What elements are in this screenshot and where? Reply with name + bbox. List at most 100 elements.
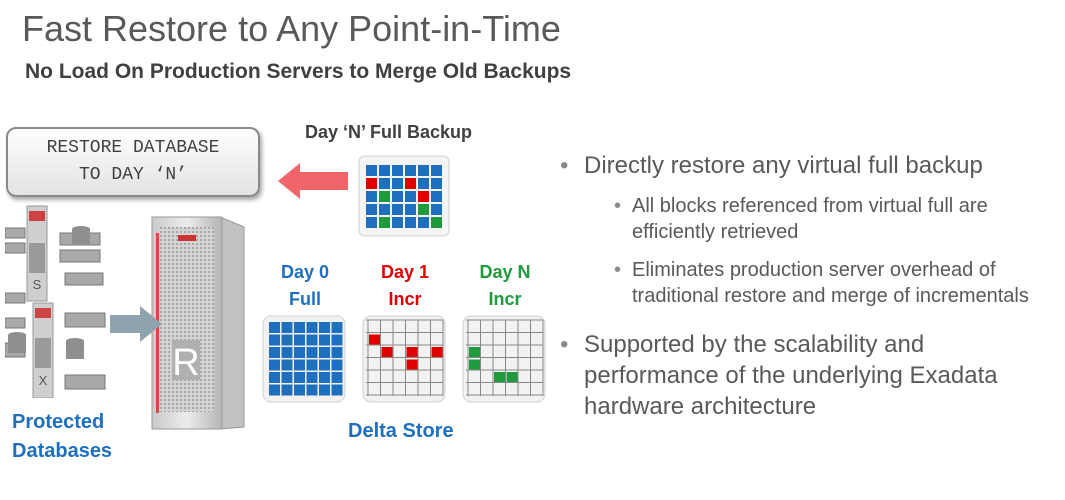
full-backup-block <box>405 217 416 228</box>
full-backup-block <box>405 165 416 176</box>
server-tower-1: S <box>26 205 48 302</box>
bullet-list: Directly restore any virtual full backup… <box>560 150 1060 422</box>
bullet-1-sub-2: Eliminates production server overhead of… <box>560 257 1060 309</box>
delta-store-cylinders <box>262 315 546 403</box>
backup-block <box>319 347 330 358</box>
full-backup-block <box>366 178 377 189</box>
backup-block <box>469 359 480 371</box>
backup-block <box>294 372 305 383</box>
backup-block <box>506 372 518 383</box>
backup-block <box>294 359 305 371</box>
backup-block <box>331 384 343 396</box>
protected-line2: Databases <box>12 440 113 462</box>
full-backup-block <box>392 191 403 202</box>
dayn-line2: Incr <box>488 289 522 309</box>
restore-arrow-icon <box>278 163 348 199</box>
backup-block <box>306 372 318 383</box>
cylinder-body <box>362 315 446 403</box>
full-backup-block <box>431 191 442 202</box>
full-backup-block <box>366 191 377 202</box>
backup-block <box>294 347 305 358</box>
server-tower-2: X <box>32 302 54 398</box>
backup-block <box>269 384 280 396</box>
server-letter-x: X <box>39 373 48 388</box>
full-backup-block-grid <box>358 155 450 237</box>
backup-block <box>281 372 293 383</box>
day0-full-cylinder <box>262 315 346 403</box>
day0-full-label: Day 0 Full <box>265 259 345 313</box>
full-backup-block <box>379 204 390 215</box>
full-backup-block <box>431 204 442 215</box>
bullet-2: Supported by the scalability and perform… <box>560 329 1060 422</box>
restore-command-box: RESTORE DATABASE TO DAY ‘N’ <box>6 127 260 197</box>
backup-block <box>281 359 293 371</box>
full-backup-block <box>366 204 377 215</box>
backup-block <box>281 322 293 333</box>
bullet-1-sub-1: All blocks referenced from virtual full … <box>560 193 1060 245</box>
backup-block <box>406 347 418 358</box>
day1-line2: Incr <box>388 289 422 309</box>
full-backup-block <box>418 165 429 176</box>
backup-block <box>431 347 443 358</box>
backup-block <box>381 347 393 358</box>
full-backup-block <box>431 178 442 189</box>
backup-block <box>306 384 318 396</box>
backup-block <box>294 334 305 346</box>
backup-block <box>294 322 305 333</box>
bullet-1: Directly restore any virtual full backup <box>560 150 1060 181</box>
dayn-line1: Day N <box>479 262 531 282</box>
backup-block <box>281 334 293 346</box>
full-backup-block <box>366 165 377 176</box>
restore-arrow-shape <box>278 163 348 199</box>
full-backup-block <box>405 178 416 189</box>
backup-block <box>319 334 330 346</box>
backup-block <box>319 384 330 396</box>
restore-command-line-2: TO DAY ‘N’ <box>78 165 188 185</box>
full-backup-block <box>418 204 429 215</box>
rack-letter: R <box>172 342 199 384</box>
backup-block <box>281 384 293 396</box>
backup-block <box>306 359 318 371</box>
backup-block <box>331 334 343 346</box>
full-backup-block <box>418 217 429 228</box>
full-backup-block <box>392 217 403 228</box>
backup-block <box>306 322 318 333</box>
backup-block <box>494 372 505 383</box>
full-backup-block <box>392 204 403 215</box>
full-backup-block <box>418 178 429 189</box>
full-backup-block <box>392 178 403 189</box>
full-backup-block <box>431 217 442 228</box>
full-backup-block <box>379 191 390 202</box>
full-backup-block <box>379 178 390 189</box>
backup-block <box>331 372 343 383</box>
backup-block <box>281 347 293 358</box>
full-backup-label: Day ‘N’ Full Backup <box>305 122 473 142</box>
backup-block <box>269 347 280 358</box>
rack-mesh <box>160 227 214 412</box>
backup-block <box>406 359 418 371</box>
full-backup-block <box>366 217 377 228</box>
backup-block <box>269 322 280 333</box>
rack-letter-panel <box>172 340 200 380</box>
dayn-incr-label: Day N Incr <box>465 259 545 313</box>
full-backup-block <box>379 217 390 228</box>
slide-subtitle: No Load On Production Servers to Merge O… <box>25 60 572 83</box>
day0-line2: Full <box>289 289 321 309</box>
day1-incr-cylinder <box>362 315 446 403</box>
full-backup-block <box>405 204 416 215</box>
protected-servers-icon: S X <box>5 205 106 398</box>
day1-line1: Day 1 <box>380 262 430 282</box>
rack-side <box>219 216 245 430</box>
backup-block <box>269 359 280 371</box>
day1-incr-label: Day 1 Incr <box>365 259 445 313</box>
backup-block <box>369 334 380 346</box>
backup-block <box>269 334 280 346</box>
dayn-incr-cylinder <box>462 315 546 403</box>
slide-title: Fast Restore to Any Point-in-Time <box>22 8 561 49</box>
backup-block <box>331 347 343 358</box>
backup-block <box>306 347 318 358</box>
protected-line1: Protected <box>12 411 105 433</box>
rack-logo <box>178 235 196 241</box>
protected-databases-label: Protected Databases <box>12 408 112 466</box>
backup-block <box>331 359 343 371</box>
